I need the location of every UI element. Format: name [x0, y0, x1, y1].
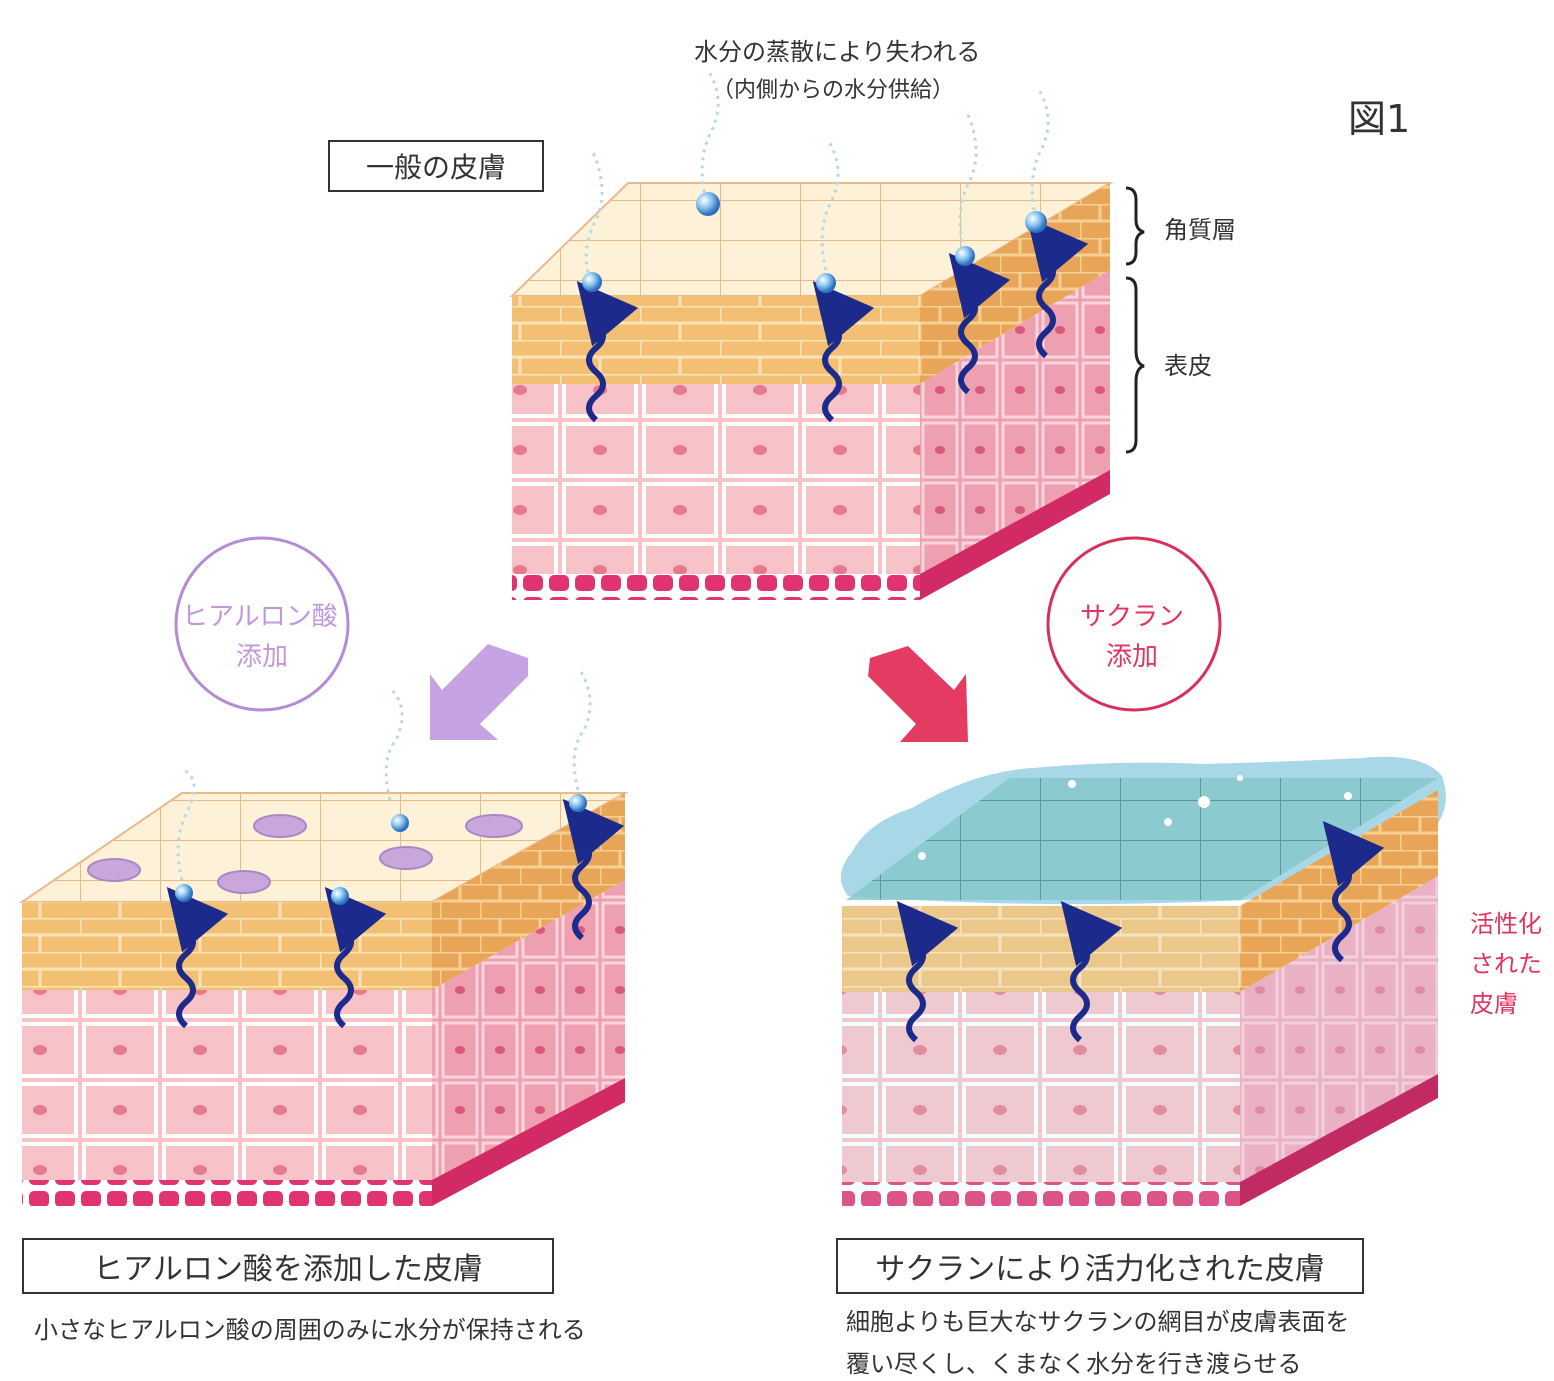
hyaluronic-skin-block: [18, 792, 629, 1206]
sacran-skin-block: [840, 756, 1446, 1206]
water-arrows-left: [166, 798, 625, 1029]
sacran-badge-line2: 添加: [1106, 642, 1159, 672]
layer-braces: [1125, 186, 1145, 454]
hyaluronic-description: 小さなヒアルロン酸の周囲のみに水分が保持される: [34, 1316, 586, 1344]
water-arrows-top: [576, 216, 1089, 423]
hyaluronic-skin-title-box: ヒアルロン酸を添加した皮膚: [22, 1238, 554, 1294]
sacran-badge-line1: サクラン: [1080, 602, 1185, 632]
evaporation-caption-line2: （内側からの水分供給）: [712, 78, 955, 103]
water-droplet-icon: [175, 794, 587, 905]
hyaluronic-badge-circle: [174, 536, 350, 712]
activated-skin-side-line2: された: [1470, 950, 1542, 978]
sacran-description-line2: 覆い尽くし、くまなく水分を行き渡らせる: [846, 1350, 1302, 1378]
sacran-skin-title-box: サクランにより活力化された皮膚: [836, 1238, 1364, 1294]
sacran-description-line1: 細胞よりも巨大なサクランの網目が皮膚表面を: [846, 1308, 1350, 1336]
arrow-down-right-icon: [868, 646, 968, 742]
hyaluronic-skin-title: ヒアルロン酸を添加した皮膚: [93, 1252, 483, 1287]
activated-skin-side-line3: 皮膚: [1470, 990, 1518, 1018]
stratum-corneum-label: 角質層: [1164, 216, 1236, 244]
epidermis-label: 表皮: [1164, 352, 1212, 380]
hyaluronic-badge-line2: 添加: [236, 642, 289, 672]
water-arrows-right: [896, 820, 1385, 1043]
sacran-skin-title: サクランにより活力化された皮膚: [875, 1252, 1325, 1287]
sacran-badge-circle: [1046, 536, 1222, 712]
evaporation-trails: [584, 69, 1050, 281]
figure-label: 図1: [1348, 97, 1411, 141]
water-droplet-icon: [582, 192, 1047, 293]
normal-skin-title-box: 一般の皮膚: [328, 140, 544, 192]
activated-skin-side-line1: 活性化: [1470, 910, 1542, 938]
hyaluronic-badge-line1: ヒアルロン酸: [182, 602, 338, 632]
arrow-down-left-icon: [430, 644, 528, 740]
normal-skin-title: 一般の皮膚: [365, 151, 506, 184]
evaporation-caption-line1: 水分の蒸散により失われる: [694, 38, 981, 66]
